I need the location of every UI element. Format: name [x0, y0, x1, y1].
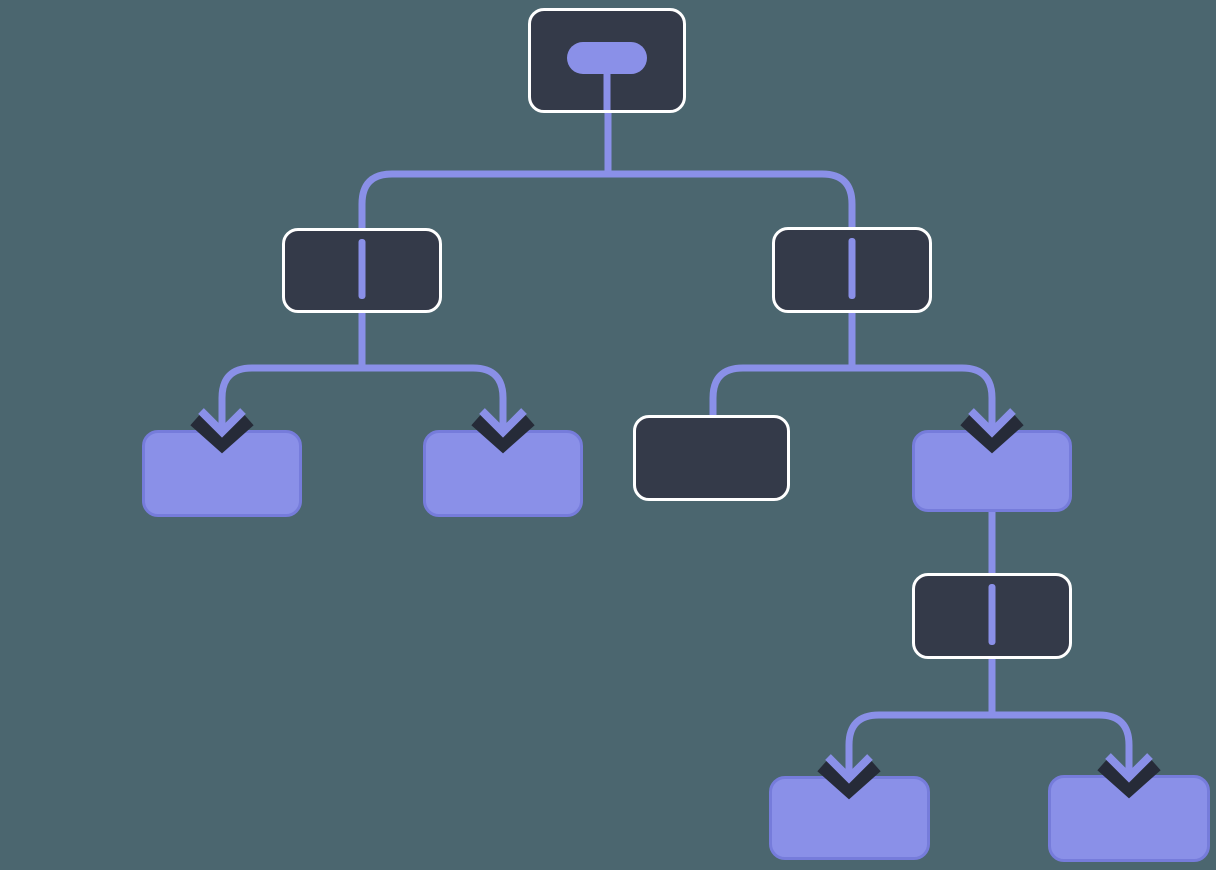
- tree-node-branch-left[interactable]: [282, 228, 442, 313]
- tree-node-branch-right[interactable]: [772, 227, 932, 313]
- tree-node-root[interactable]: [528, 8, 686, 113]
- tree-node-leaf-purple-2[interactable]: [423, 430, 583, 517]
- root-stem-glyph: [603, 69, 611, 110]
- pass-through-line-glyph: [358, 239, 366, 299]
- pass-through-line-glyph: [848, 238, 856, 299]
- tree-node-leaf-purple-3[interactable]: [769, 776, 930, 860]
- root-pill-glyph: [567, 42, 647, 74]
- tree-node-leaf-dark[interactable]: [633, 415, 790, 501]
- tree-node-mid-purple[interactable]: [912, 430, 1072, 512]
- tree-node-branch-lower[interactable]: [912, 573, 1072, 659]
- tree-node-leaf-purple-1[interactable]: [142, 430, 302, 517]
- tree-node-leaf-purple-4[interactable]: [1048, 775, 1210, 862]
- pass-through-line-glyph: [988, 584, 996, 645]
